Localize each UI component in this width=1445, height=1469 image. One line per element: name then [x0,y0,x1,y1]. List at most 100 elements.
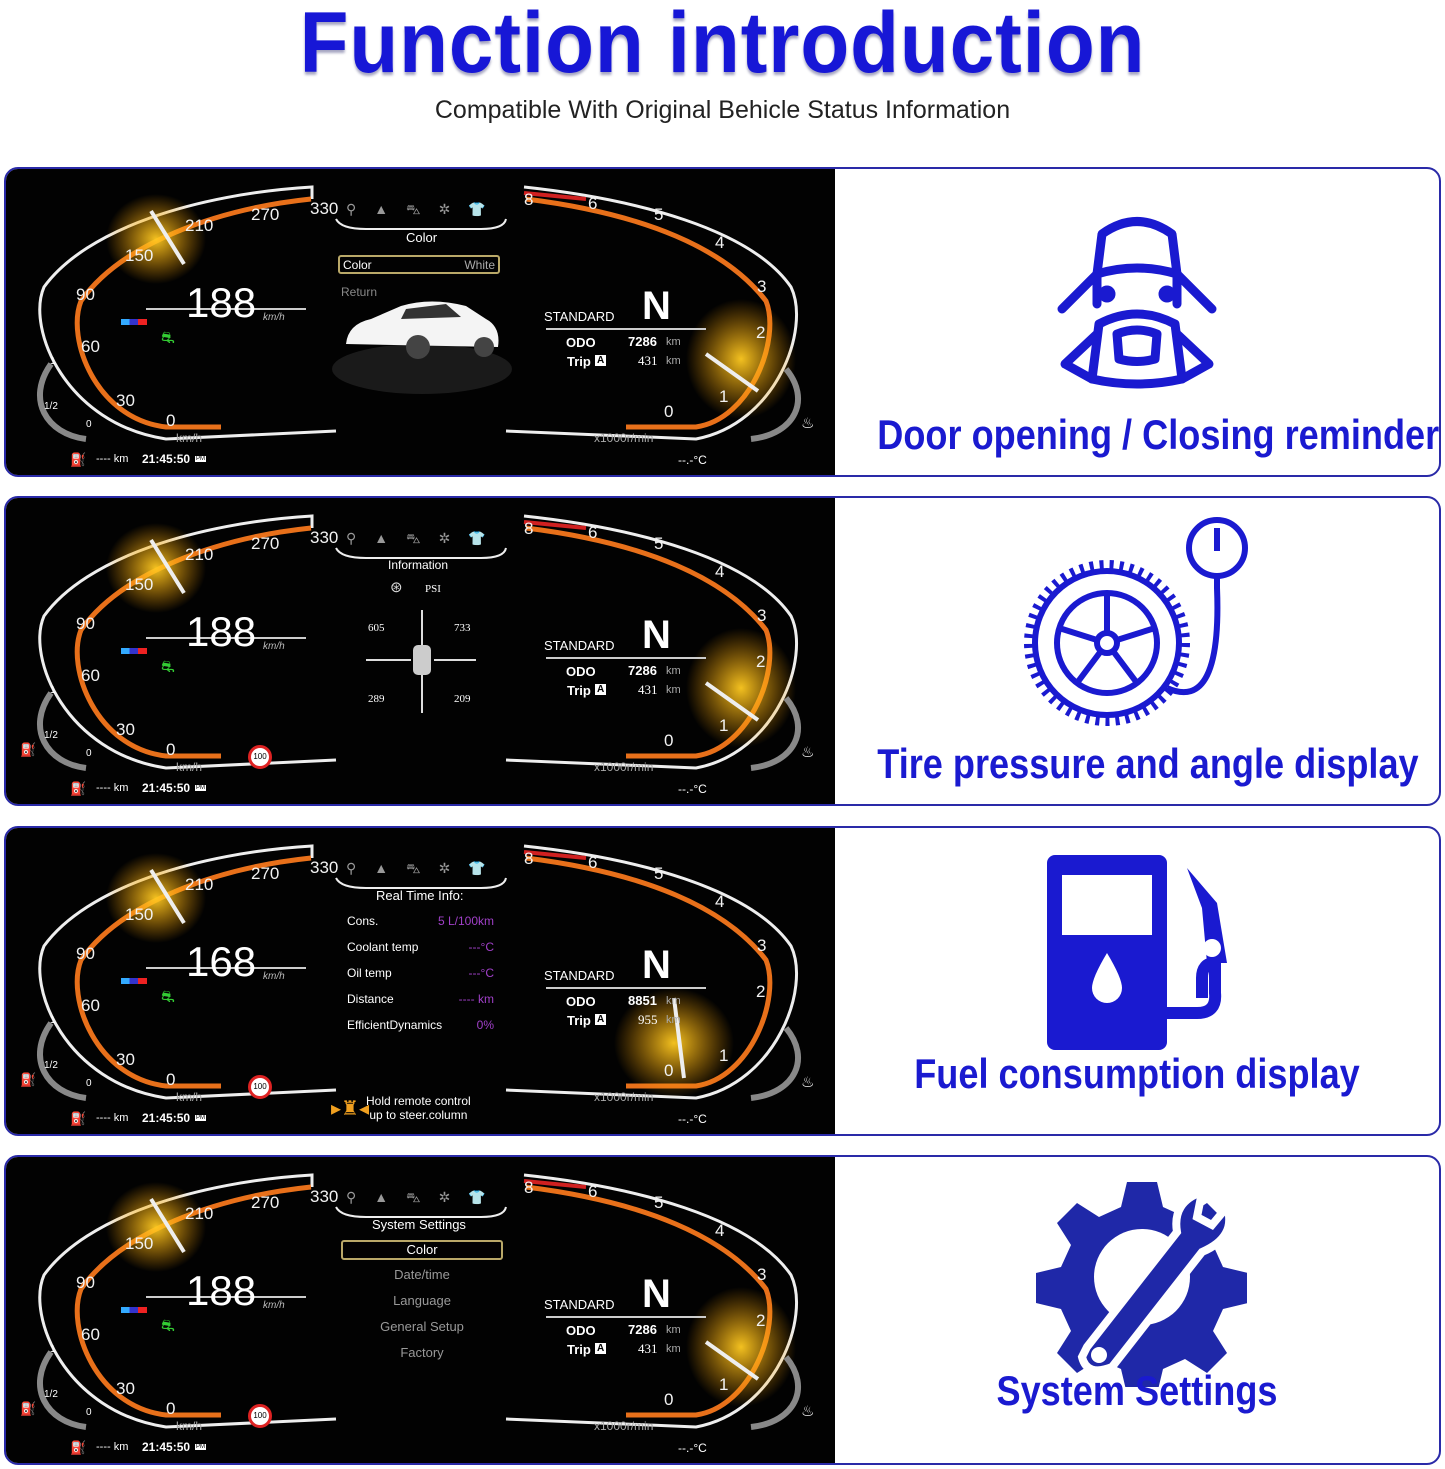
remote-hint: Hold remote control up to steer.column [366,1094,471,1122]
feature-heading: System Settings [996,1367,1278,1414]
settings-item[interactable]: General Setup [380,1319,464,1334]
low-fuel-icon: ⛽ [20,742,37,757]
shirt-icon[interactable]: 👕 [468,860,504,876]
trip-badge: A [595,355,607,366]
tire-pressure-rear-right: 209 [454,693,471,705]
trip-label: Trip [567,354,591,369]
gear-indicator: N [642,284,671,328]
fuel-full-label: 1 [50,356,56,367]
location-icon[interactable]: ⚲ [346,530,375,546]
warning-icon[interactable]: ▲ [374,1189,407,1205]
speedometer-arc [74,525,312,759]
speed-readout: 188 [186,279,257,326]
drive-mode: STANDARD [544,968,615,983]
speed-tick-label: 150 [125,905,154,924]
trip-unit: km [666,1343,681,1355]
car-top-view-icon [413,645,431,675]
speed-tick-label: 210 [185,216,214,235]
traction-control-icon: ⛐ [161,330,175,347]
settings-icon[interactable]: ✲ [438,1189,469,1205]
settings-item-selected[interactable]: Color [341,1240,503,1260]
location-icon[interactable]: ⚲ [346,201,375,217]
car-image [332,301,512,394]
info-label: Coolant temp [347,940,419,954]
fuel-full-label: 1 [50,1344,56,1355]
settings-item[interactable]: Date/time [394,1267,450,1282]
m-logo [121,648,147,654]
trip-value: 431 [638,682,658,697]
menu-icon-row[interactable]: ⚲▲⛍✲👕 [346,201,504,220]
settings-item[interactable]: Language [393,1293,451,1308]
rpm-tick-label: 1 [719,387,729,406]
trip-value: 955 [638,1012,658,1027]
warning-icon[interactable]: ▲ [374,201,407,217]
rpm-tick-label: 8 [524,849,534,868]
clock: 21:45:50 [142,1440,191,1454]
car-icon[interactable]: ⛍ [406,530,439,546]
fuel-gauge [37,1021,87,1101]
rpm-tick-label: 3 [757,1265,767,1284]
settings-icon[interactable]: ✲ [438,860,469,876]
settings-icon[interactable]: ✲ [438,201,469,217]
speed-tick-label: 0 [166,1070,176,1089]
car-icon[interactable]: ⛍ [406,860,439,876]
outside-temp: --.-°C [678,453,707,467]
redline [523,191,587,201]
key-fob-icon: ▸♜◂ [331,1098,370,1120]
speed-unit-small: km/h [263,641,285,652]
speed-tick-label: 210 [185,875,214,894]
warning-icon[interactable]: ▲ [374,530,407,546]
info-label: Cons. [347,914,379,928]
settings-item[interactable]: Factory [400,1345,444,1360]
rpm-tick-label: 4 [715,1221,725,1240]
return-item[interactable]: Return [341,285,378,299]
fuel-empty-label: 0 [86,1407,92,1418]
feature-panel: 330270210150906030086543210188km/hkm/h⛐k… [4,496,1441,806]
rpm-tick-label: 3 [757,606,767,625]
settings-icon[interactable]: ✲ [438,530,469,546]
speed-readout: 168 [186,938,257,985]
clock-suffix: PM [195,785,206,791]
shirt-icon[interactable]: 👕 [468,530,504,546]
speed-tick-label: 0 [166,411,176,430]
feature-panel: 330270210150906030086543210188km/hkm/h⛐k… [4,1155,1441,1465]
speed-unit: km/h [176,431,203,445]
fuel-gauge [37,362,87,442]
location-icon[interactable]: ⚲ [346,1189,375,1205]
gear-wrench-icon [835,1177,1439,1387]
speed-tick-label: 150 [125,575,154,594]
speed-tick-label: 60 [81,337,100,356]
fuel-pump-icon [835,848,1439,1058]
shirt-icon[interactable]: 👕 [468,201,504,217]
page-title: Function introduction [299,0,1146,91]
m-logo [121,319,147,325]
redline [523,850,587,860]
m-logo [121,978,147,984]
page-subtitle: Compatible With Original Behicle Status … [434,96,1011,124]
car-icon[interactable]: ⛍ [406,201,439,217]
temp-gauge [750,367,802,442]
feature-description: Tire pressure and angle display [835,498,1439,804]
menu-icon-row[interactable]: ⚲▲⛍✲👕 [346,530,504,549]
odo-label: ODO [566,1323,596,1338]
rpm-tick-label: 3 [757,277,767,296]
location-icon[interactable]: ⚲ [346,860,375,876]
warning-icon[interactable]: ▲ [374,860,407,876]
shirt-icon[interactable]: 👕 [468,1189,504,1205]
odo-value: 8851 [628,993,657,1008]
menu-icon-row[interactable]: ⚲▲⛍✲👕 [346,1189,504,1208]
speed-needle [149,1197,186,1254]
car-icon[interactable]: ⛍ [406,1189,439,1205]
fuel-range-icon: ⛽ [70,452,87,467]
speedometer-arc [74,855,312,1089]
tire-pressure-rear-left: 289 [368,693,385,705]
speed-readout: 188 [186,1267,257,1314]
odo-unit: km [666,336,681,348]
menu-icon-row[interactable]: ⚲▲⛍✲👕 [346,860,504,879]
rpm-tick-label: 8 [524,519,534,538]
speed-limit-sign: 100 [248,1075,272,1099]
odo-label: ODO [566,664,596,679]
info-value: ---- km [458,992,494,1006]
tachometer-arc [525,855,773,1089]
